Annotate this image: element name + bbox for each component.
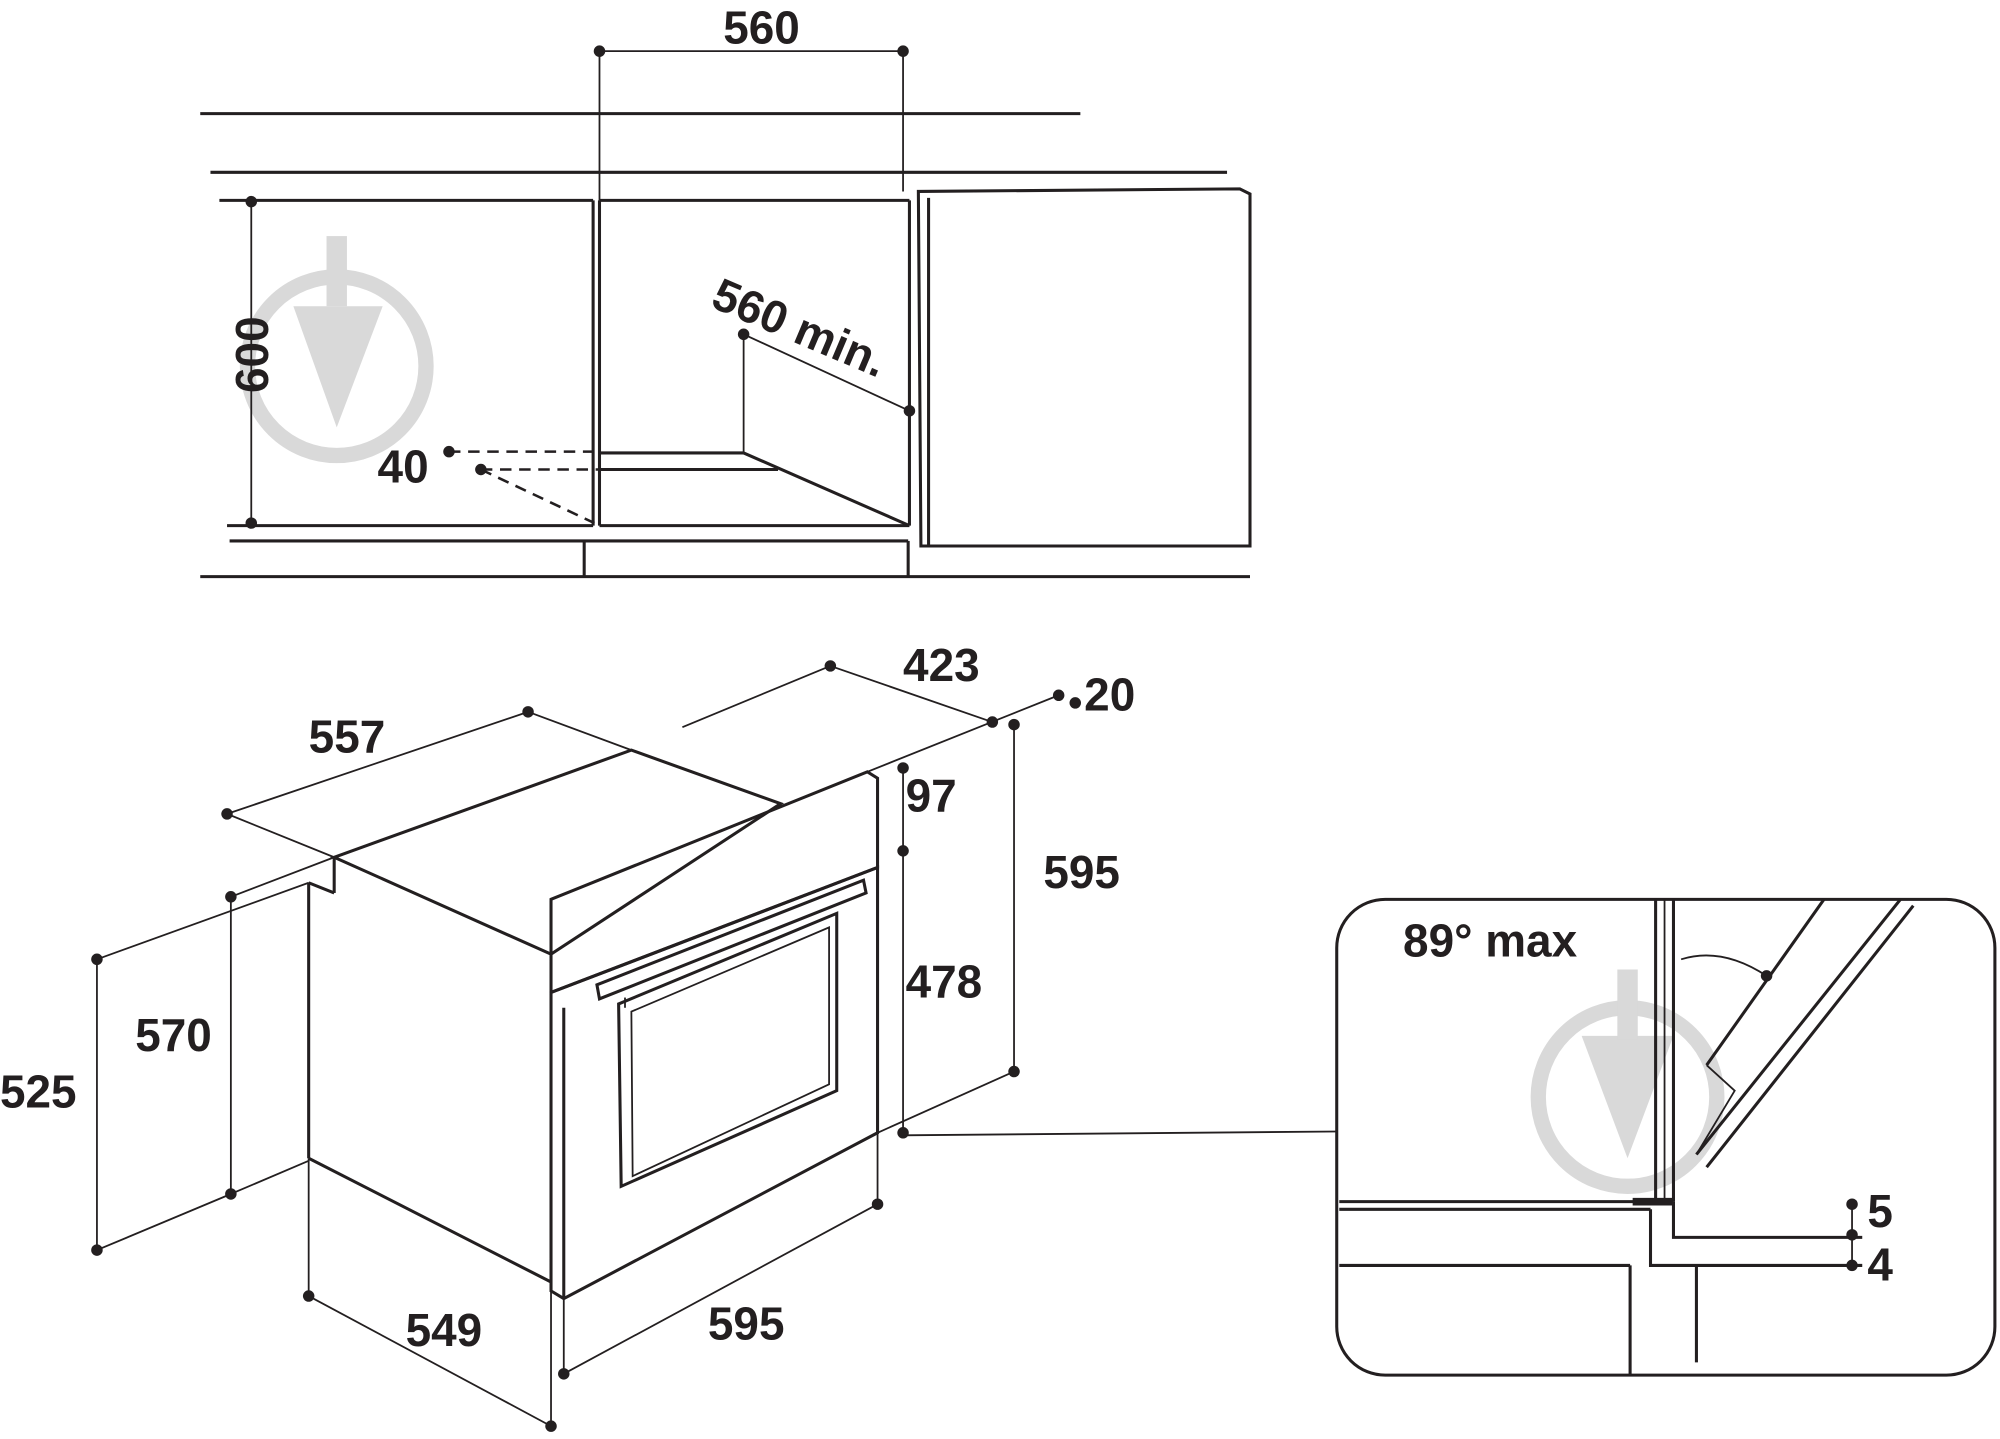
watermark-logo-icon <box>239 236 434 464</box>
niche-view: 560 600 560 min. 40 <box>200 1 1252 579</box>
top-depth-label: 557 <box>309 711 386 763</box>
niche-depth-label: 560 min. <box>705 268 894 388</box>
gap-bottom-label: 4 <box>1867 1239 1893 1291</box>
door-angle-label: 89° max <box>1403 915 1578 967</box>
rear-height-label: 525 <box>0 1065 77 1117</box>
niche-width-label: 560 <box>723 1 800 53</box>
panel-height-label: 97 <box>906 769 957 821</box>
gap-top-label: 5 <box>1867 1185 1893 1237</box>
door-height-label: 478 <box>906 956 983 1008</box>
side-height-label: 570 <box>135 1009 212 1061</box>
door-thickness-label: 20 <box>1084 669 1135 721</box>
rear-depth-label: 423 <box>903 639 980 691</box>
side-depth-label: 549 <box>406 1304 483 1356</box>
vent-gap-label: 40 <box>378 440 429 492</box>
oven-view: 557 423 20 97 478 595 570 525 549 <box>0 639 1337 1432</box>
detail-view: 89° max 5 4 <box>1335 897 1997 1377</box>
front-width-label: 595 <box>708 1297 785 1349</box>
front-height-label: 595 <box>1043 846 1120 898</box>
watermark-logo-icon <box>1530 969 1725 1194</box>
niche-height-label: 600 <box>226 316 278 393</box>
